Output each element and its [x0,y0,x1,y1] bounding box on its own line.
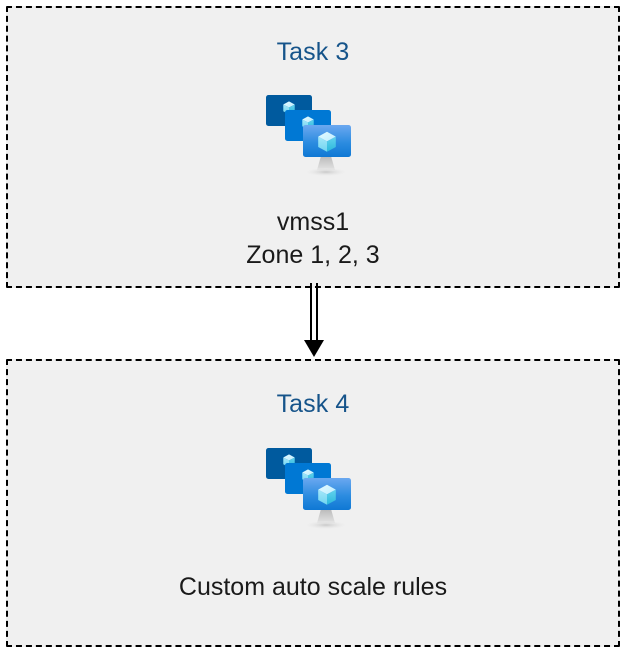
caption-line: vmss1 [276,208,350,236]
caption-block-task4: Custom auto scale rules [179,571,447,604]
connector-arrowhead [304,340,324,357]
vm-monitor-stand-icon [306,156,346,176]
vm-monitor-front-icon [303,478,351,510]
caption-line: Zone 1, 2, 3 [246,241,380,269]
vm-monitor-stand-icon [306,509,346,529]
caption-line: Custom auto scale rules [178,573,448,601]
vm-scale-set-icon-wrap-task4 [263,441,363,541]
task-title-task3: Task 3 [276,38,350,66]
task-box-task4[interactable]: Task 4 [6,359,620,647]
task-title-task4: Task 4 [276,390,350,418]
connector-arrow-task3-to-task4 [304,283,324,357]
vm-scale-set-icon-wrap-task3 [263,88,363,188]
vm-monitor-front-icon [303,125,351,157]
vm-scale-set-icon [266,95,351,176]
caption-block-task3: vmss1 Zone 1, 2, 3 [246,206,379,272]
task-box-task3[interactable]: Task 3 [6,6,620,288]
vm-scale-set-icon [266,448,351,529]
